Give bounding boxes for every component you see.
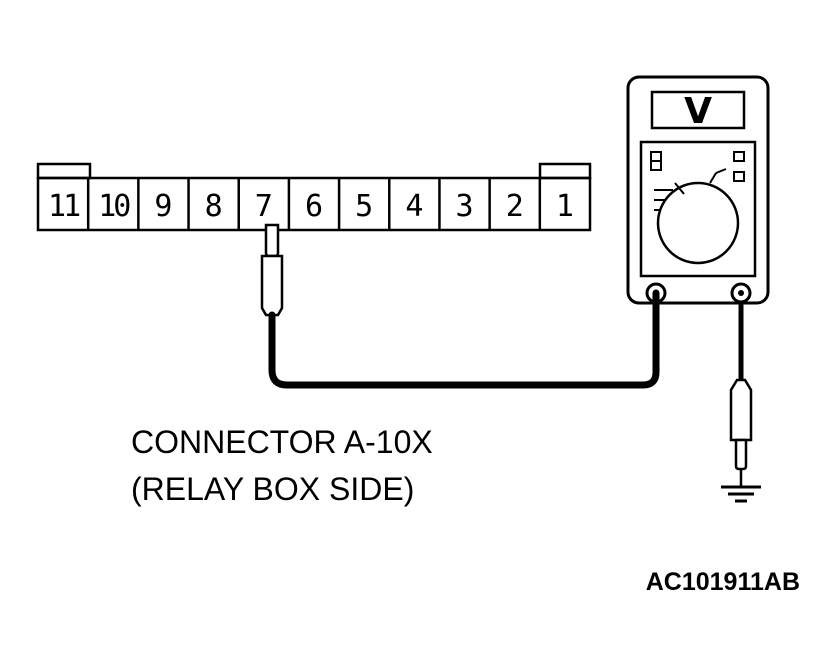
connector-pin-7-label: 7: [255, 189, 273, 224]
probe-lead-ground: [721, 302, 761, 503]
ground-probe-tip: [734, 438, 748, 471]
probe-lead-connector: [260, 223, 660, 389]
connector-left-latch: [36, 162, 92, 180]
connector-pin-4-label: 4: [405, 189, 423, 224]
probe-tip: [264, 223, 280, 258]
connector-pin-1-label: 1: [556, 189, 574, 224]
connector-pin-8-label: 8: [205, 189, 223, 224]
connector-pin-5-label: 5: [355, 189, 373, 224]
meter-terminal-v: [730, 282, 752, 304]
meter-range-marks: [650, 151, 745, 211]
meter-display-text: V: [684, 91, 712, 132]
meter-display: [650, 90, 746, 130]
ground-symbol: [721, 469, 761, 503]
meter-terminal-com: [645, 282, 667, 304]
connector-right-latch: [538, 162, 592, 180]
caption-connector-name: CONNECTOR A-10X: [131, 424, 433, 460]
connector-pin-11-label: 11: [48, 189, 80, 224]
figure-code: AC101911AB: [646, 568, 800, 596]
meter-body: [626, 75, 770, 305]
test-lead-wire: [268, 289, 660, 389]
connector-pin-10-label: 10: [98, 189, 130, 224]
caption-connector-side: (RELAY BOX SIDE): [131, 471, 414, 507]
connector-body: [36, 176, 592, 232]
meter-selector-knob: [656, 181, 740, 265]
probe-handle: [260, 254, 284, 317]
meter-dial-panel: [639, 140, 757, 278]
connector-pin-2-label: 2: [506, 189, 524, 224]
connector-pin-3-label: 3: [456, 189, 474, 224]
connector-pin-dividers: [86, 178, 542, 230]
connector-pin-9-label: 9: [154, 189, 172, 224]
voltmeter: V: [626, 75, 770, 305]
connector-pin-6-label: 6: [305, 189, 323, 224]
ground-probe-handle: [729, 378, 753, 442]
